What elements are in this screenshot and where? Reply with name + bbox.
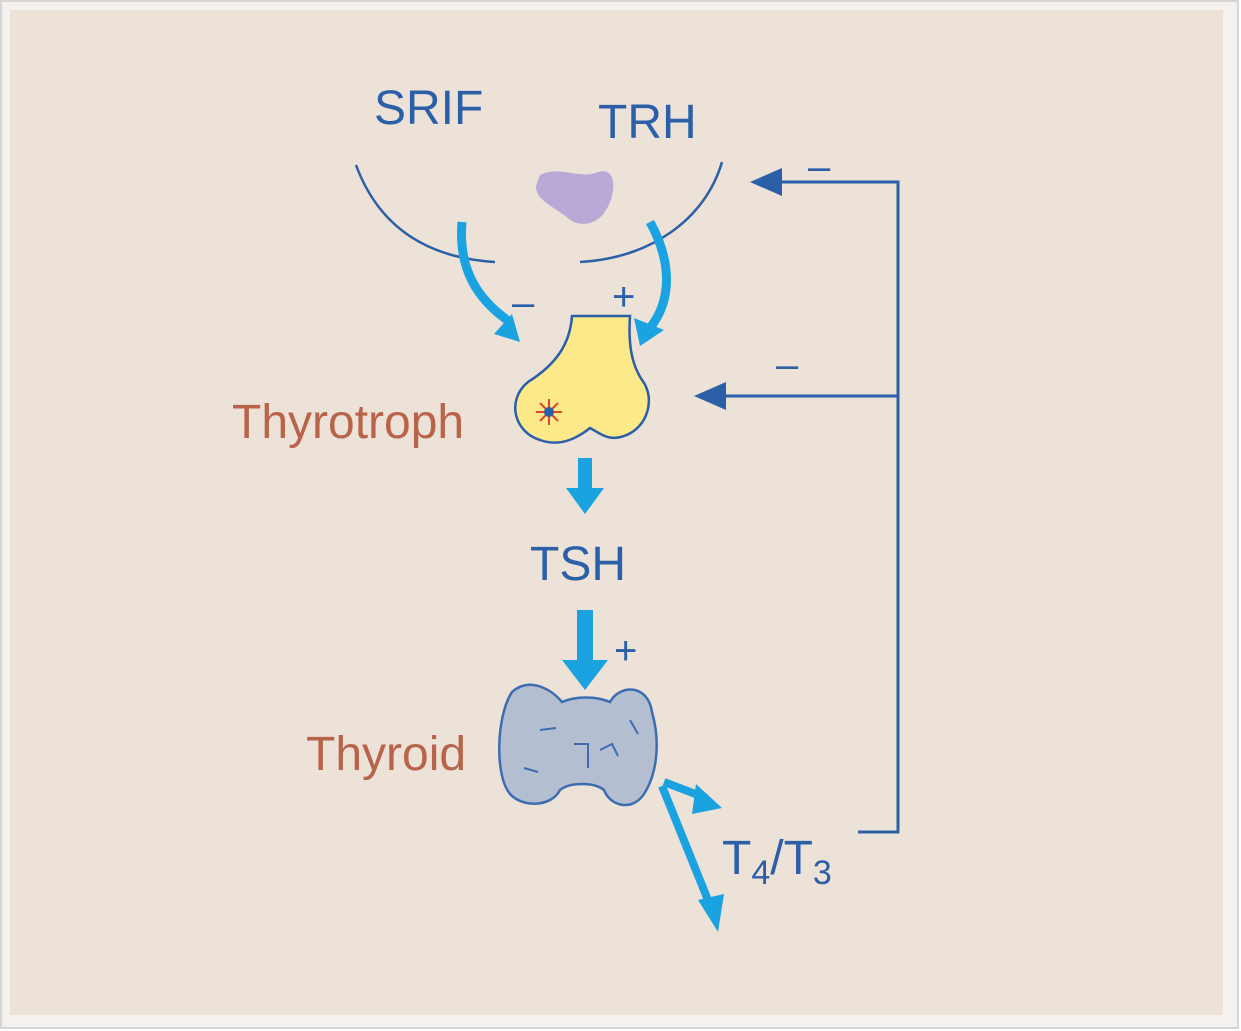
neuron-body-icon — [535, 171, 614, 224]
thyroid-gland-icon — [498, 683, 658, 807]
thyrotroph-label: Thyrotroph — [232, 396, 464, 449]
trh-effect-sign: + — [612, 275, 635, 319]
trh-arrowhead — [634, 318, 664, 346]
thyrotroph-to-tsh-arrow-shaft — [578, 458, 592, 492]
t4-letter: T — [722, 832, 751, 885]
srif-arrowhead — [494, 314, 520, 342]
feedback-arrowhead-hypothalamus — [750, 168, 782, 196]
feedback-pituitary-sign: – — [776, 343, 799, 387]
panel-background — [10, 10, 1223, 1015]
t4-t3-label: T4/T3 — [722, 832, 832, 892]
thyroid-label: Thyroid — [306, 728, 466, 781]
tsh-to-thyroid-arrow-shaft — [577, 610, 593, 664]
srif-label: SRIF — [374, 82, 483, 135]
thyroid-output-arrowhead-down — [698, 894, 724, 932]
thyrotroph-to-tsh-arrowhead — [566, 488, 604, 514]
tsh-label: TSH — [530, 538, 626, 591]
srif-arrow — [456, 221, 513, 326]
feedback-arrowhead-pituitary — [694, 382, 726, 410]
feedback-line — [780, 180, 900, 834]
t3-subscript: 3 — [813, 854, 832, 892]
t4-t3-slash: / — [770, 832, 784, 885]
hypothalamus-boundary-right — [579, 161, 724, 264]
feedback-hypothalamus-sign: – — [808, 145, 831, 189]
t3-letter: T — [784, 832, 813, 885]
trh-label: TRH — [598, 96, 697, 149]
hypothalamus-boundary-left — [354, 164, 496, 264]
t4-subscript: 4 — [751, 854, 770, 892]
trh-arrow — [646, 219, 671, 331]
cell-nucleus-icon — [536, 399, 562, 425]
tsh-effect-sign: + — [614, 629, 637, 673]
thyroid-output-arrowhead-right — [692, 784, 722, 814]
thyroid-output-shaft — [658, 784, 716, 912]
tsh-to-thyroid-arrowhead — [562, 660, 608, 690]
srif-effect-sign: – — [512, 281, 535, 325]
